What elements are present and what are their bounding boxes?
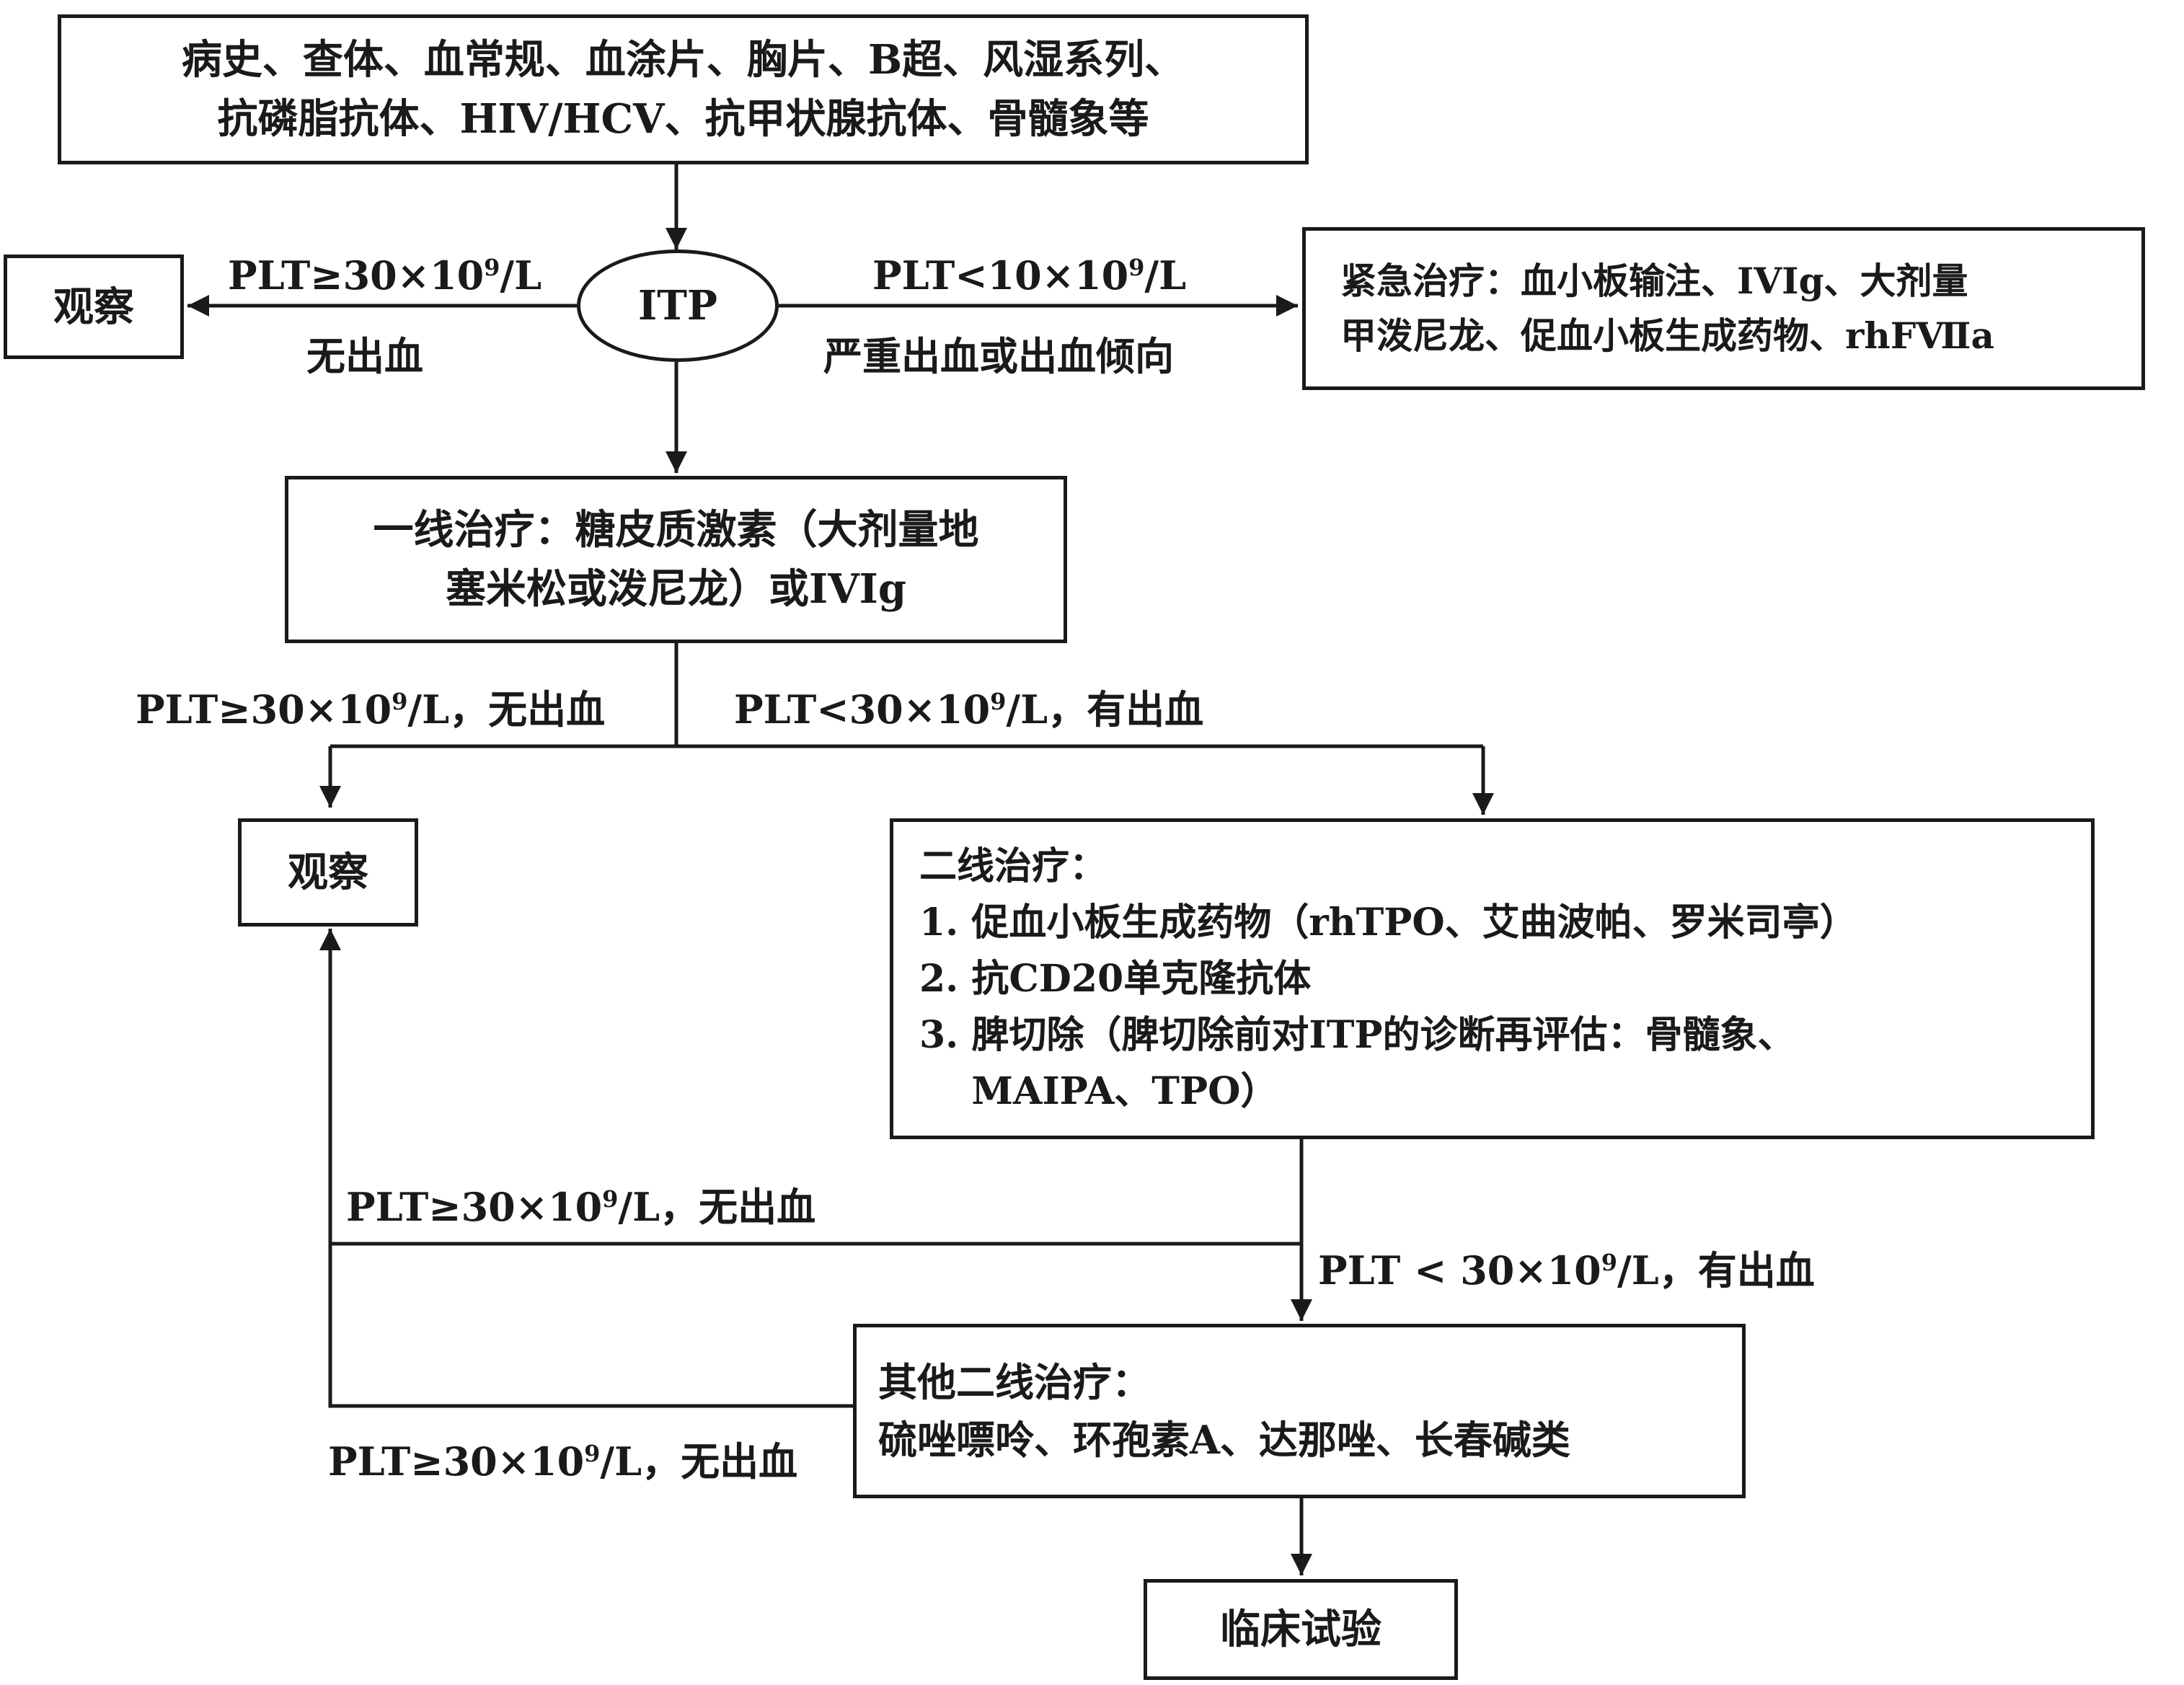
observe-mid-label: 观察 bbox=[288, 849, 368, 896]
label-second-to-observe: PLT≥30×109/L，无出血 bbox=[346, 1184, 816, 1230]
emergency-box: 紧急治疗：血小板输注、IVIg、大剂量 甲泼尼龙、促血小板生成药物、rhFⅦa bbox=[1302, 227, 2145, 390]
workup-line-1: 病史、查体、血常规、血涂片、胸片、B超、风湿系列、 bbox=[181, 36, 1185, 84]
itp-label: ITP bbox=[638, 282, 717, 330]
label-first-to-second: PLT<30×109/L，有出血 bbox=[734, 686, 1204, 733]
itp-ellipse: ITP bbox=[577, 249, 779, 362]
label-itp-to-emergency: PLT<10×109/L bbox=[872, 252, 1187, 298]
workup-box: 病史、查体、血常规、血涂片、胸片、B超、风湿系列、 抗磷脂抗体、HIV/HCV、… bbox=[58, 14, 1309, 164]
clinical-trial-box: 临床试验 bbox=[1144, 1579, 1458, 1680]
other-second-title: 其他二线治疗： bbox=[878, 1359, 1151, 1405]
second-line-item-3-cont: MAIPA、TPO） bbox=[919, 1069, 1278, 1113]
label-second-to-other: PLT < 30×109/L，有出血 bbox=[1318, 1247, 1815, 1293]
observe-top-box: 观察 bbox=[4, 255, 184, 359]
label-other-to-observe: PLT≥30×109/L，无出血 bbox=[328, 1438, 798, 1485]
label-itp-to-emergency-sub: 严重出血或出血倾向 bbox=[823, 333, 1174, 379]
second-line-item-3: 3. 脾切除（脾切除前对ITP的诊断再评估：骨髓象、 bbox=[919, 1012, 1795, 1057]
first-line-line-1: 一线治疗：糖皮质激素（大剂量地 bbox=[373, 506, 979, 554]
second-line-title: 二线治疗： bbox=[919, 844, 1108, 888]
first-line-line-2: 塞米松或泼尼龙）或IVIg bbox=[446, 565, 906, 613]
second-line-box: 二线治疗： 1. 促血小板生成药物（rhTPO、艾曲波帕、罗米司亭） 2. 抗C… bbox=[890, 818, 2095, 1139]
label-itp-to-observe: PLT≥30×109/L bbox=[228, 252, 542, 298]
other-second-items: 硫唑嘌呤、环孢素A、达那唑、长春碱类 bbox=[878, 1417, 1570, 1463]
observe-mid-box: 观察 bbox=[238, 818, 418, 926]
second-line-item-2: 2. 抗CD20单克隆抗体 bbox=[919, 956, 1312, 1001]
other-second-line-box: 其他二线治疗： 硫唑嘌呤、环孢素A、达那唑、长春碱类 bbox=[853, 1324, 1746, 1498]
emergency-line-1: 紧急治疗：血小板输注、IVIg、大剂量 bbox=[1340, 260, 1968, 302]
edge-other-to-observe-return bbox=[328, 1244, 853, 1408]
edge-first-line-split bbox=[330, 643, 1483, 748]
label-first-to-observe: PLT≥30×109/L，无出血 bbox=[136, 686, 606, 733]
workup-line-2: 抗磷脂抗体、HIV/HCV、抗甲状腺抗体、骨髓象等 bbox=[217, 95, 1149, 143]
observe-top-label: 观察 bbox=[53, 283, 134, 331]
clinical-trial-label: 临床试验 bbox=[1220, 1606, 1381, 1653]
second-line-item-1: 1. 促血小板生成药物（rhTPO、艾曲波帕、罗米司亭） bbox=[919, 900, 1857, 945]
first-line-box: 一线治疗：糖皮质激素（大剂量地 塞米松或泼尼龙）或IVIg bbox=[285, 476, 1067, 643]
label-itp-to-observe-sub: 无出血 bbox=[306, 333, 423, 379]
emergency-line-2: 甲泼尼龙、促血小板生成药物、rhFⅦa bbox=[1340, 314, 1994, 357]
